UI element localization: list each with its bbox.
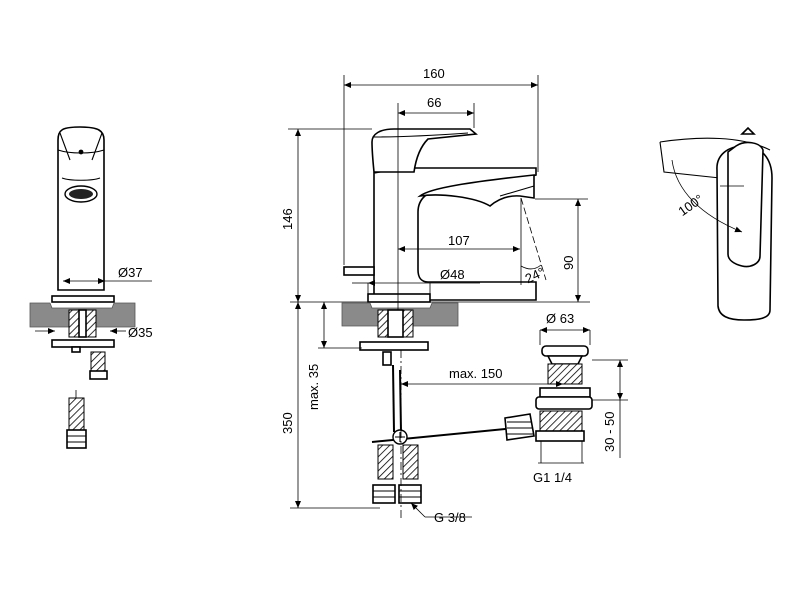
dim-angle100: 100° — [675, 191, 706, 219]
dim-dia37: Ø37 — [118, 265, 143, 280]
dim-dia63: Ø 63 — [546, 311, 574, 326]
pop-up-waste — [504, 345, 593, 442]
front-view — [341, 128, 537, 520]
top-view: 100° — [659, 126, 773, 321]
dim-dia48: Ø48 — [440, 267, 465, 282]
dim-g38: G 3/8 — [434, 510, 466, 525]
dim-66: 66 — [427, 95, 441, 110]
side-view-body — [57, 126, 105, 291]
dim-350: 350 — [280, 412, 295, 434]
indicator-dot — [78, 149, 84, 155]
front-dimensions: 160 66 146 107 90 24° Ø48 max. 35 — [280, 66, 628, 525]
dim-range3050: 30 - 50 — [602, 412, 617, 452]
dim-160: 160 — [423, 66, 445, 81]
spout — [417, 174, 535, 207]
dim-146: 146 — [280, 208, 295, 230]
dim-g114: G1 1/4 — [533, 470, 572, 485]
dim-107: 107 — [448, 233, 470, 248]
dim-dia35: Ø35 — [128, 325, 153, 340]
dim-max35: max. 35 — [306, 364, 321, 410]
dim-max150: max. 150 — [449, 366, 502, 381]
side-view: Ø37 Ø35 — [29, 126, 153, 449]
dim-90: 90 — [561, 256, 576, 270]
